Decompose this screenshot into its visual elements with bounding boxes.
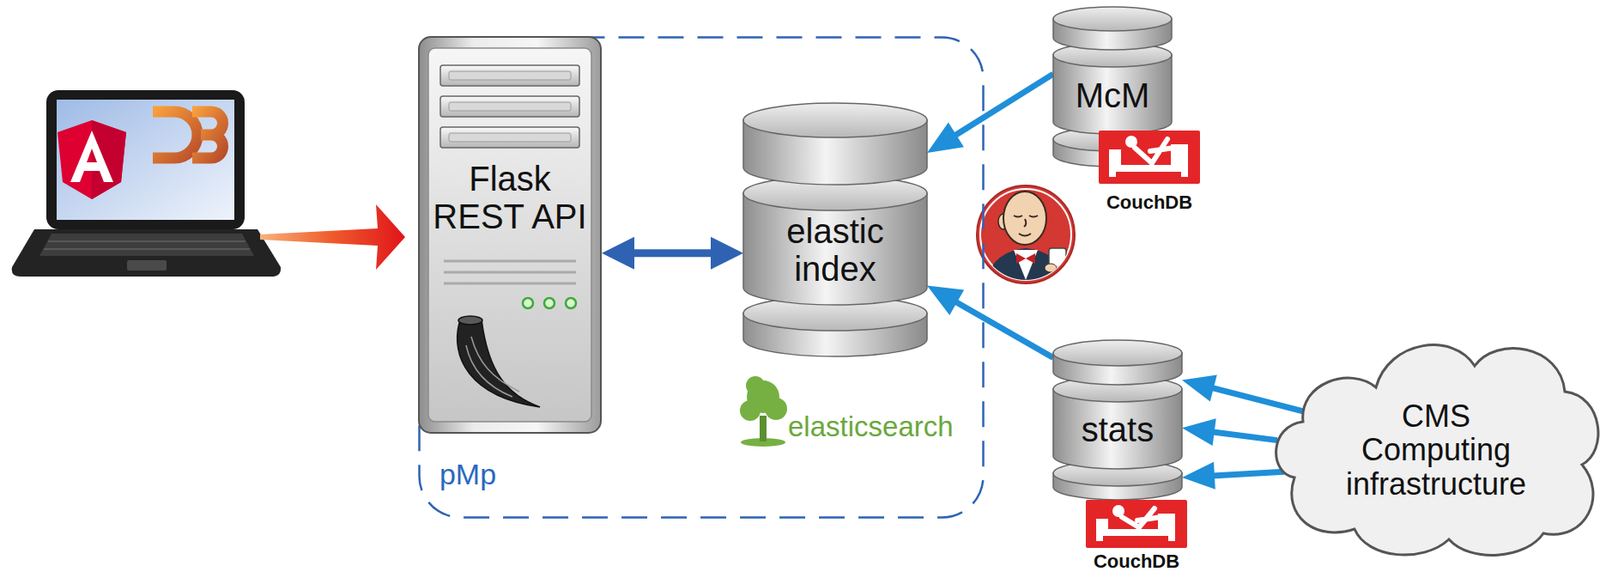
laptop-touchpad <box>127 260 167 271</box>
tree-canopy <box>764 397 788 420</box>
node-title: pMp <box>420 458 516 491</box>
connector-arrow <box>927 73 1054 153</box>
drive-bay <box>440 96 580 117</box>
couchdb-logo <box>1098 130 1200 184</box>
vent-line <box>443 271 576 274</box>
connector-line <box>947 296 1054 358</box>
laptop-keyboard <box>39 233 255 256</box>
cylinder-top <box>1053 6 1172 31</box>
connector-line <box>1205 471 1285 476</box>
vent-line <box>443 260 576 263</box>
database-cylinder: elastic index <box>743 103 928 357</box>
connector-line <box>947 73 1054 140</box>
status-led <box>544 297 555 309</box>
butler-shirt <box>1013 249 1038 280</box>
drive-bay <box>440 65 580 86</box>
arrow-head <box>1181 418 1217 446</box>
couchdb-badge <box>1085 499 1188 548</box>
butler-head <box>1003 191 1047 245</box>
arrow-head <box>710 236 744 270</box>
tree-trunk <box>759 415 767 442</box>
node-title: stats <box>1058 410 1177 449</box>
server-body <box>418 36 601 433</box>
arrow-head <box>601 236 635 270</box>
node-title: elastic index <box>751 212 919 288</box>
butler-face <box>1013 215 1038 237</box>
text-slot: pMp <box>420 454 516 495</box>
tree-canopy <box>745 375 765 395</box>
connector-arrow <box>1181 374 1304 411</box>
drive-bay-slot <box>448 71 571 80</box>
couchdb-badge <box>1098 130 1200 184</box>
arrow-head <box>927 121 964 153</box>
drive-bay <box>440 127 580 148</box>
node-title: McM <box>1058 76 1167 115</box>
connector-line <box>1204 430 1278 441</box>
laptop-icon <box>12 90 281 277</box>
butler-bowtie <box>1016 253 1036 264</box>
d3-logo <box>152 111 198 158</box>
text-slot: elastic index <box>751 211 919 289</box>
connector-arrow <box>601 236 744 270</box>
dashed-boundary <box>419 37 984 518</box>
connector-arrow <box>1181 418 1278 446</box>
logo-wordmark: elasticsearch <box>787 411 954 443</box>
couchdb-figure-body <box>1121 508 1162 528</box>
flask-logo <box>457 319 540 407</box>
cloud-outline <box>1276 345 1599 556</box>
butler-hand <box>1044 263 1057 273</box>
arrow-head <box>1181 461 1216 490</box>
logo-wordmark: CouchDB <box>1106 192 1193 213</box>
cylinder-top <box>1053 339 1182 366</box>
connector-line <box>1204 385 1304 412</box>
label-slot: CouchDB <box>1098 190 1200 215</box>
connector-arrow <box>1181 461 1285 490</box>
request-arrow <box>260 204 406 270</box>
arrow-head <box>927 284 964 316</box>
couchdb-figure-body <box>1134 139 1175 164</box>
laptop-bezel <box>46 90 245 230</box>
text-slot: stats <box>1058 403 1177 455</box>
arrow-head <box>1181 374 1218 401</box>
connector-line <box>624 248 722 257</box>
flask-logo-mouth <box>458 315 483 325</box>
drive-bay-slot <box>448 102 571 111</box>
status-led <box>565 297 576 309</box>
jenkins-badge <box>976 185 1075 284</box>
text-slot: Flask REST API <box>424 154 595 241</box>
label-slot: elasticsearch <box>787 408 965 445</box>
node-title: CMS Computing infrastructure <box>1337 399 1535 502</box>
text-slot: CMS Computing infrastructure <box>1337 393 1535 507</box>
database-cylinder: stats <box>1053 339 1182 500</box>
flask-logo-hatch <box>466 336 520 397</box>
elasticsearch-logo <box>739 375 788 447</box>
drive-bay-slot <box>448 133 571 142</box>
vent-line <box>443 282 576 285</box>
angular-logo <box>57 120 127 200</box>
d3-logo <box>192 111 224 158</box>
node-outline <box>403 15 661 145</box>
angular-logo-mark <box>70 130 114 182</box>
jenkins-figure <box>982 191 1070 288</box>
text-slot: McM <box>1058 68 1167 122</box>
label-slot: CouchDB <box>1085 550 1188 573</box>
jenkins-logo <box>976 185 1075 288</box>
cloud-shape: CMS Computing infrastructure <box>1268 314 1599 557</box>
tree-canopy <box>739 400 761 421</box>
couchdb-logo <box>1085 499 1188 548</box>
keyboard-rows <box>43 241 250 249</box>
butler-suit <box>982 248 1070 288</box>
server-box: Flask REST API <box>418 36 602 434</box>
connector-arrow <box>927 284 1054 358</box>
cylinder-top <box>743 103 928 138</box>
laptop-screen <box>56 99 235 220</box>
status-led <box>522 297 534 309</box>
logo-wordmark: CouchDB <box>1093 551 1180 572</box>
node-title: Flask REST API <box>424 159 595 236</box>
laptop-base <box>12 229 281 277</box>
